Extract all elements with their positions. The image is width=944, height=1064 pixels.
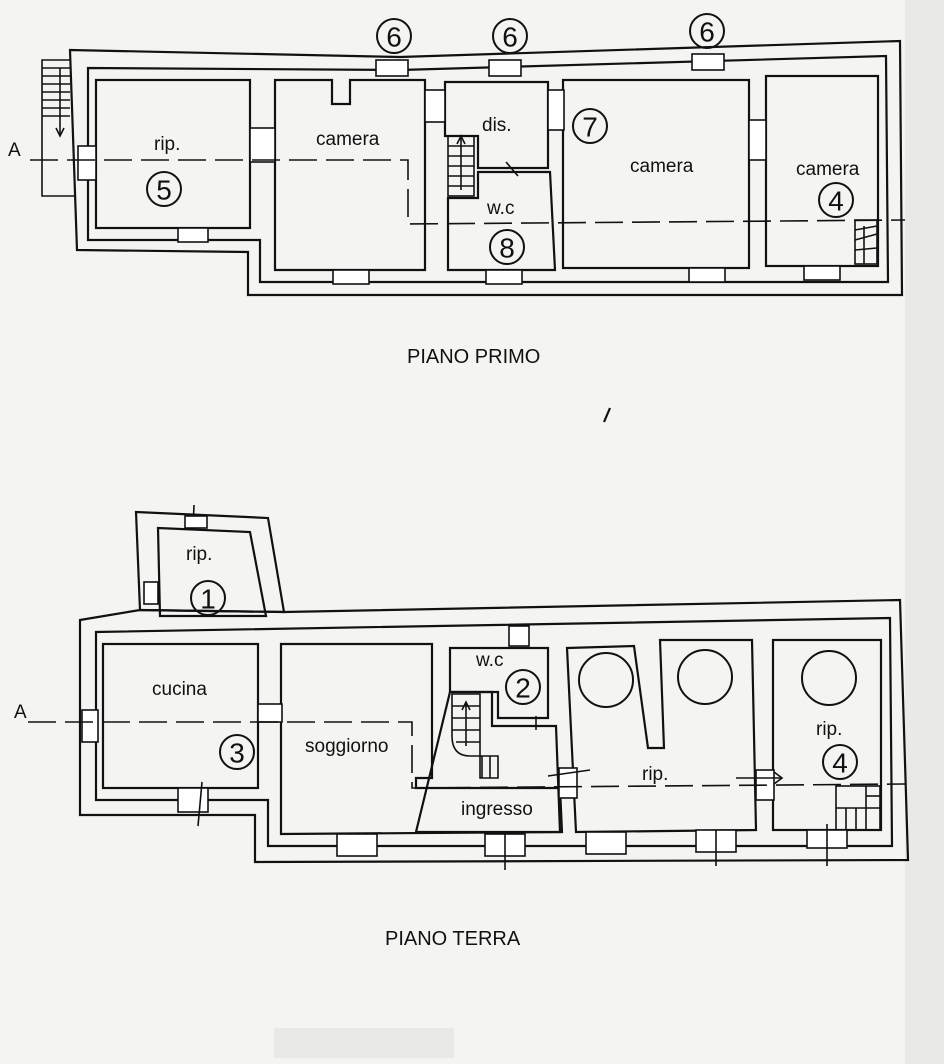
ground-floor-label-rip-right: rip.	[816, 719, 842, 740]
first-floor-label-camera-right: camera	[796, 159, 860, 180]
first-floor-ref-8: 8	[489, 229, 525, 265]
first-floor-label-dis: dis.	[482, 115, 512, 136]
first-floor-room-camera-left	[273, 78, 427, 272]
svg-text:6: 6	[699, 17, 715, 48]
svg-text:8: 8	[499, 233, 515, 264]
first-floor-room-camera-mid	[561, 78, 751, 270]
ground-floor-label-cucina: cucina	[152, 679, 207, 700]
first-floor-external-stair-treads	[42, 67, 70, 138]
ground-floor-label-ingresso: ingresso	[461, 799, 533, 820]
ground-floor-corner-stair	[835, 785, 881, 831]
ground-floor-tank-1	[578, 652, 634, 708]
ground-floor-plan: rip. cucina soggiorno w.c ingresso rip. …	[14, 504, 910, 950]
first-floor-interior-stair	[447, 134, 475, 197]
ground-floor-inner-wall	[94, 616, 894, 848]
ground-floor-ref-4: 4	[822, 744, 858, 780]
ground-floor-title: PIANO TERRA	[385, 928, 521, 950]
pen-mark	[602, 407, 612, 423]
svg-text:4: 4	[832, 748, 848, 779]
svg-text:5: 5	[156, 175, 172, 206]
ground-floor-label-rip-mid: rip.	[642, 764, 668, 785]
first-floor-room-dis	[443, 80, 550, 170]
ground-floor-room-rip-mid	[565, 638, 758, 834]
ground-floor-annex-room	[156, 526, 268, 618]
first-floor-plan: rip. camera dis. w.c camera camera PIANO…	[8, 13, 906, 368]
first-floor-inner-wall	[86, 54, 890, 284]
first-floor-outer-wall	[68, 39, 904, 297]
svg-text:3: 3	[229, 738, 245, 769]
first-floor-section-marker: A	[8, 140, 21, 161]
ground-floor-interior-stair	[451, 693, 499, 779]
svg-text:6: 6	[386, 22, 402, 53]
ground-floor-section-marker: A	[14, 702, 27, 723]
first-floor-label-camera-mid: camera	[630, 156, 694, 177]
ground-floor-ref-3: 3	[219, 734, 255, 770]
ground-floor-section-line	[28, 721, 906, 789]
first-floor-room-wc	[446, 170, 557, 272]
ground-floor-label-wc: w.c	[475, 650, 503, 671]
first-floor-ref-7: 7	[572, 108, 608, 144]
svg-text:6: 6	[502, 22, 518, 53]
ground-floor-ref-2: 2	[505, 669, 541, 705]
ground-floor-tank-3	[801, 650, 857, 706]
svg-text:2: 2	[515, 673, 531, 704]
svg-text:4: 4	[828, 186, 844, 217]
svg-text:1: 1	[200, 584, 216, 615]
first-floor-ref-6b: 6	[492, 18, 528, 54]
ground-floor-ref-1: 1	[190, 580, 226, 616]
first-floor-title: PIANO PRIMO	[407, 346, 540, 368]
first-floor-label-wc: w.c	[486, 198, 514, 219]
first-floor-section-line	[30, 159, 906, 225]
first-floor-ref-4: 4	[818, 182, 854, 218]
ground-floor-outer-wall	[78, 598, 910, 864]
ground-floor-label-soggiorno: soggiorno	[305, 736, 388, 757]
first-floor-external-stair	[41, 59, 76, 197]
first-floor-ref-6a: 6	[376, 18, 412, 54]
ground-floor-label-rip-annex: rip.	[186, 544, 212, 565]
svg-text:7: 7	[582, 112, 598, 143]
first-floor-ref-5: 5	[146, 171, 182, 207]
ground-floor-room-ingresso	[414, 690, 562, 834]
first-floor-ref-6c: 6	[689, 13, 725, 49]
first-floor-label-camera-left: camera	[316, 129, 380, 150]
ground-floor-tank-2	[677, 649, 733, 705]
first-floor-windows	[77, 53, 841, 285]
first-floor-label-rip: rip.	[154, 134, 180, 155]
